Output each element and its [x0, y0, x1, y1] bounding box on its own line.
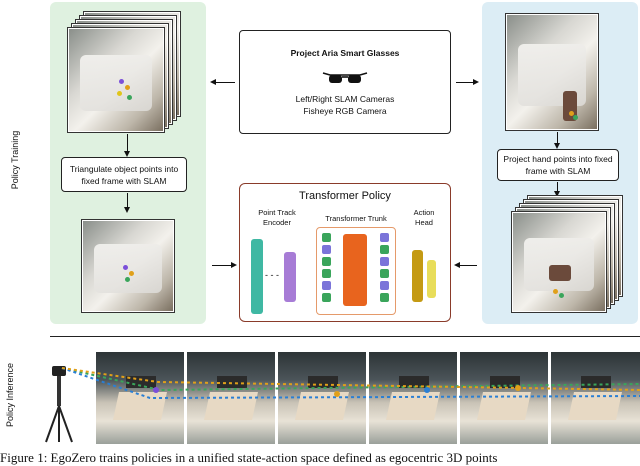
inference-frame-6	[551, 352, 640, 444]
hand-frame-photo	[506, 14, 598, 130]
project-hand-step-text: Project hand points into fixed frame wit…	[503, 154, 613, 176]
glasses-line1: Left/Right SLAM Cameras	[295, 94, 395, 104]
trunk-label: Transformer Trunk	[325, 214, 387, 223]
ellipsis: - - -	[265, 270, 279, 280]
glasses-icon	[322, 72, 368, 83]
glasses-box-title: Project Aria Smart Glasses	[290, 48, 400, 58]
fixed-frame-photo-right	[512, 212, 606, 312]
inference-frame-5	[460, 352, 548, 444]
transformer-trunk	[316, 227, 396, 315]
triangulate-step-box: Triangulate object points into fixed fra…	[61, 157, 187, 192]
triangulate-step-text: Triangulate object points into fixed fra…	[69, 163, 179, 186]
glasses-line2: Fisheye RGB Camera	[303, 106, 387, 116]
action-head-bar	[412, 250, 423, 302]
figure-caption: Figure 1: EgoZero trains policies in a u…	[0, 450, 498, 465]
fixed-frame-photo-left	[82, 220, 174, 312]
encoder-bar	[251, 239, 263, 314]
policy-inference-label: Policy Inference	[5, 362, 15, 428]
head-label: Action Head	[413, 208, 435, 227]
encoder-label: Point Track Encoder	[258, 208, 296, 227]
transformer-policy-box: Transformer Policy Point Track Encoder T…	[239, 183, 451, 322]
policy-title: Transformer Policy	[299, 190, 391, 202]
aria-glasses-box: Project Aria Smart Glasses Left/Right SL…	[239, 30, 451, 134]
encoder-bar-2	[284, 252, 296, 302]
policy-training-label: Policy Training	[10, 130, 20, 190]
egocentric-frame-photo	[68, 28, 164, 132]
project-hand-step-box: Project hand points into fixed frame wit…	[497, 149, 619, 181]
section-divider	[50, 336, 640, 337]
trunk-block	[343, 234, 367, 306]
action-head-bar-2	[427, 260, 436, 298]
point-track-lines	[61, 367, 640, 400]
